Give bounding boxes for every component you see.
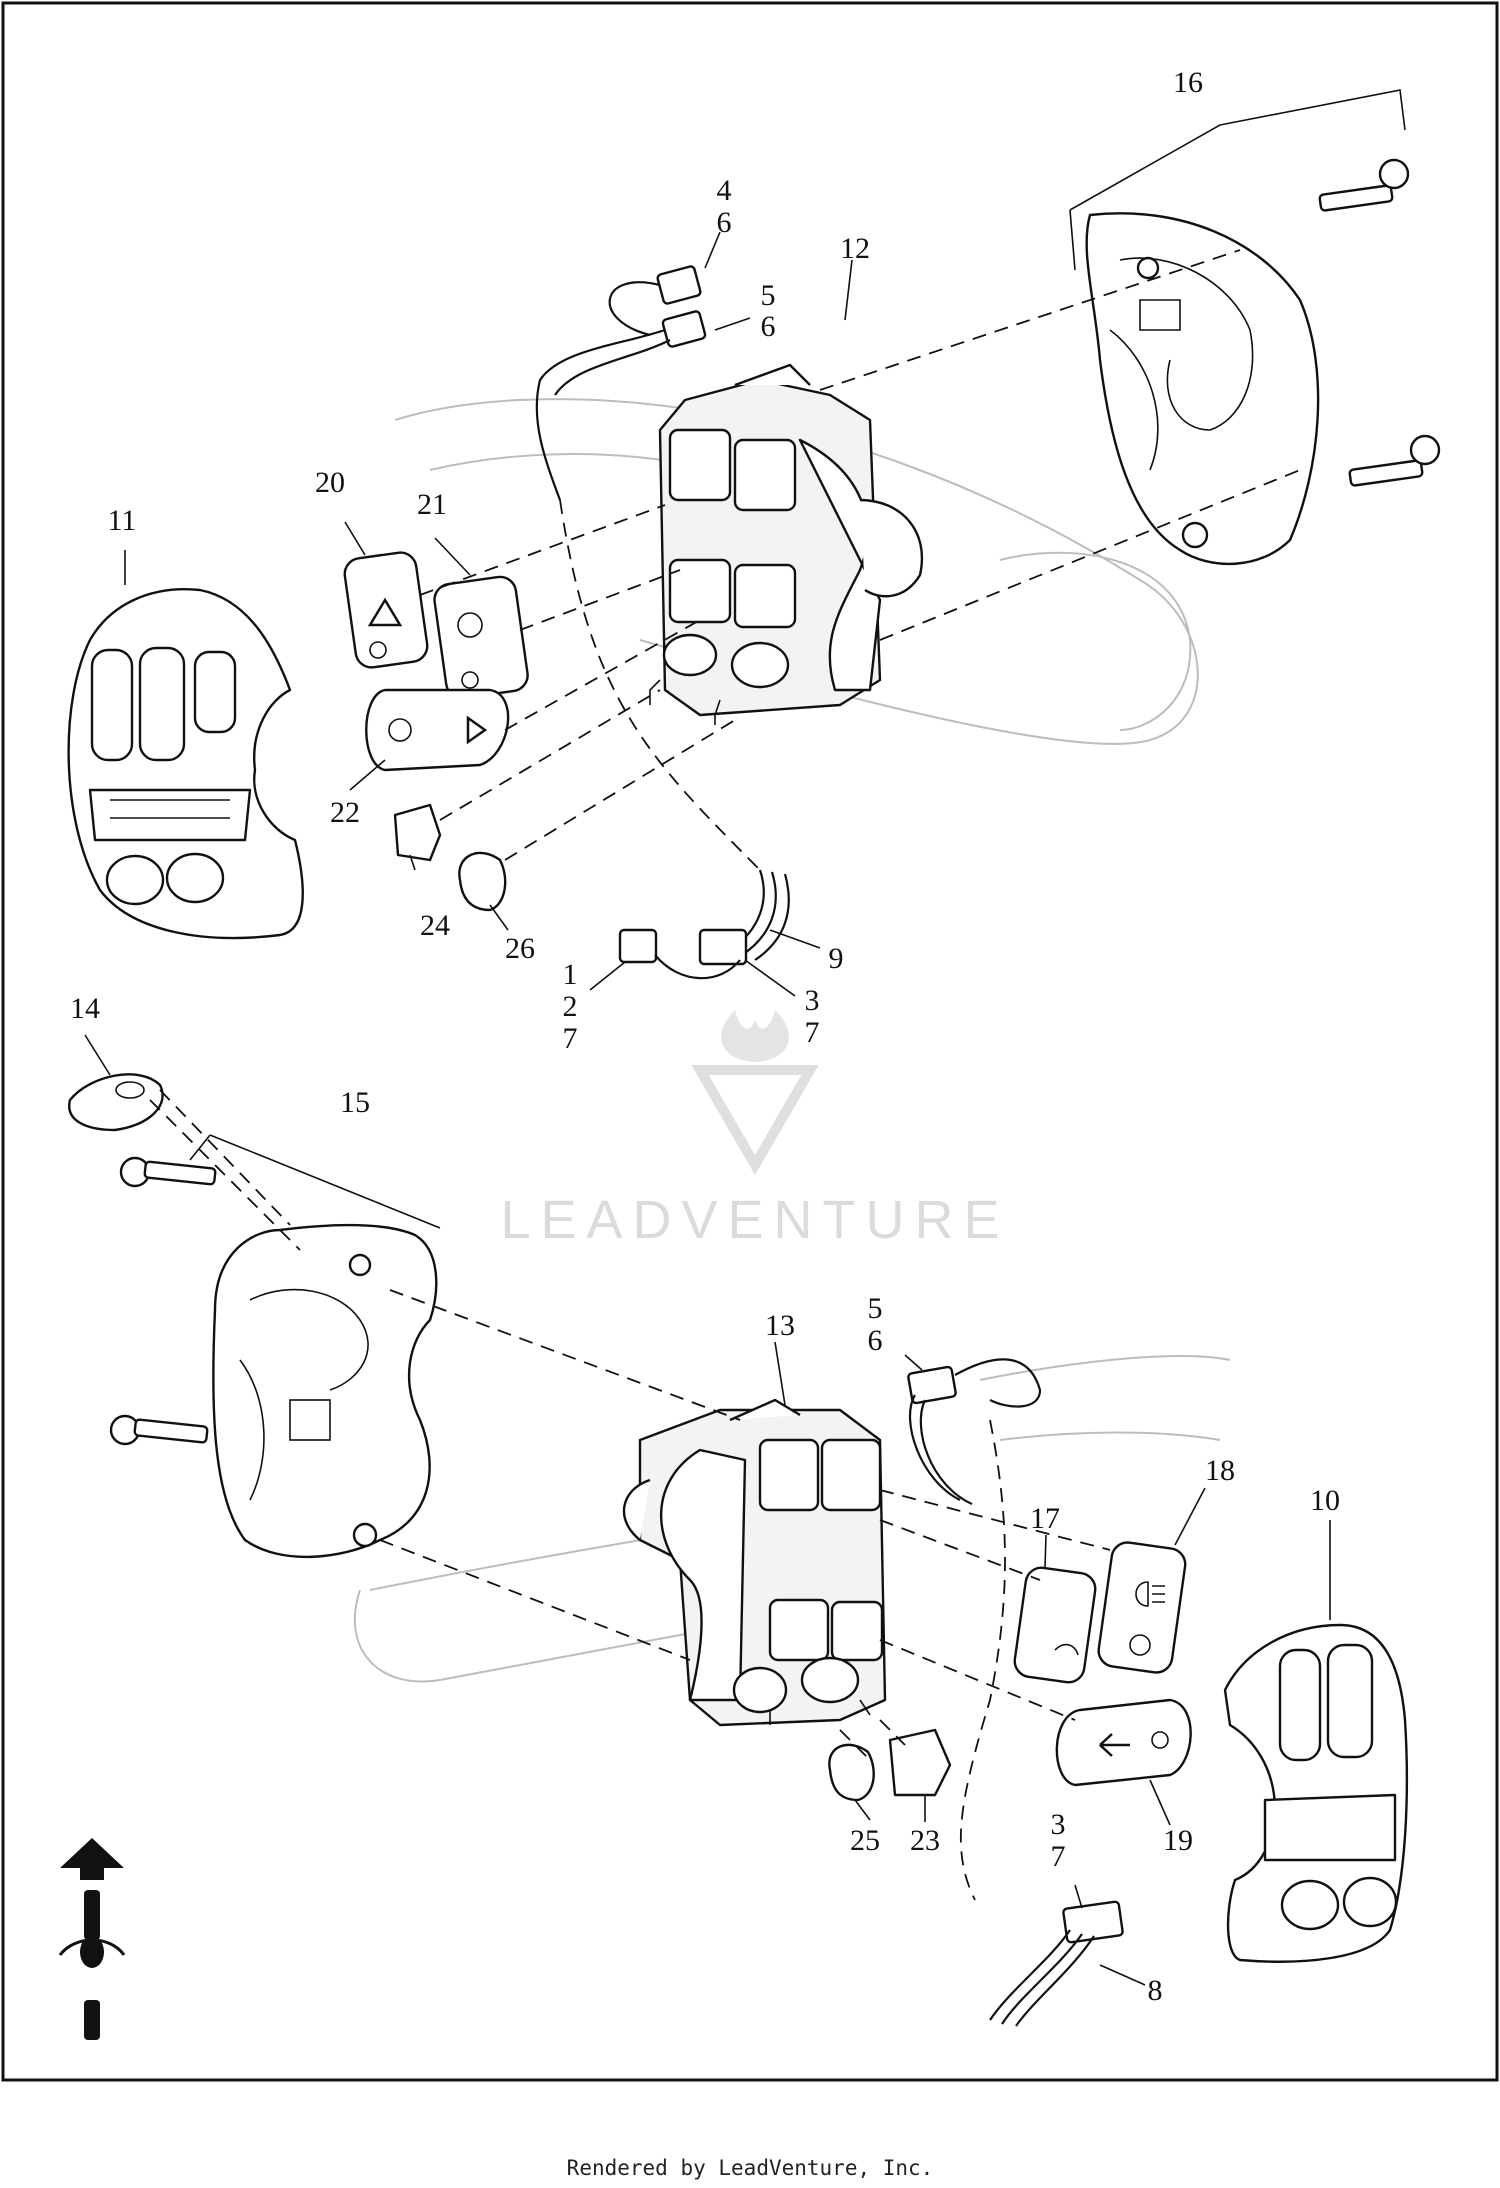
callout-6-b: 6 <box>761 310 776 343</box>
callout-21: 21 <box>417 488 447 521</box>
alignment-lines-upper <box>419 249 1301 871</box>
callout-12: 12 <box>840 232 870 265</box>
part-22-turn-signal-button <box>365 688 510 772</box>
callout-2-a: 2 <box>563 990 578 1023</box>
part-11-housing-front <box>67 588 304 940</box>
leader-lines <box>84 89 1406 1986</box>
alignment-lines-lower <box>149 1089 1111 1901</box>
callout-6-c: 6 <box>868 1324 883 1357</box>
watermark-text: LEADVENTURE <box>500 1190 1009 1250</box>
part-18-headlamp-button <box>1097 1541 1187 1674</box>
part-16-housing-rear <box>1085 158 1441 566</box>
callout-16: 16 <box>1173 66 1203 99</box>
callout-3-b: 3 <box>1051 1808 1066 1841</box>
callout-1: 1 <box>563 958 578 991</box>
part-19-turn-signal-button <box>1055 1698 1192 1787</box>
callout-14: 14 <box>70 992 100 1025</box>
part-15-housing-rear <box>109 1156 438 1559</box>
callout-7-a: 7 <box>563 1022 578 1055</box>
part-10-housing-front <box>1223 1623 1409 1963</box>
hazard-triangle-icon <box>367 597 403 627</box>
part-20-hazard-button <box>343 551 429 669</box>
callout-11: 11 <box>108 504 137 537</box>
callout-23: 23 <box>910 1824 940 1857</box>
part-12-switch-module <box>649 363 924 725</box>
callout-numbers: 4 6 5 6 12 16 20 21 11 22 24 26 9 1 2 7 … <box>70 66 1340 2007</box>
callout-15: 15 <box>340 1086 370 1119</box>
screw-lower-1 <box>119 1156 217 1188</box>
callout-9: 9 <box>829 942 844 975</box>
callout-17: 17 <box>1030 1502 1060 1535</box>
connector-upper <box>535 265 707 501</box>
callout-26: 26 <box>505 932 535 965</box>
callout-10: 10 <box>1310 1484 1340 1517</box>
screw-upper-1 <box>1318 158 1410 212</box>
part-26-cap <box>458 851 507 912</box>
headlamp-icon <box>1135 1581 1165 1607</box>
part-25-cap <box>828 1743 875 1802</box>
part-14-cap <box>68 1073 164 1132</box>
callout-5-a: 5 <box>761 279 776 312</box>
forward-arrow-icon <box>1099 1733 1130 1757</box>
part-23-rocker-cap <box>888 1728 952 1797</box>
part-13-switch-module <box>622 1398 887 1727</box>
callout-3-a: 3 <box>805 984 820 1017</box>
wire-harness-9 <box>618 869 790 980</box>
callout-7-b: 7 <box>805 1016 820 1049</box>
callout-7-c: 7 <box>1051 1840 1066 1873</box>
callout-22: 22 <box>330 796 360 829</box>
cruise-icon <box>457 612 483 638</box>
callout-25: 25 <box>850 1824 880 1857</box>
part-17-horn-button <box>1013 1566 1097 1684</box>
callout-4: 4 <box>717 174 732 207</box>
diagram-frame <box>1 1 1499 2082</box>
part-24-rocker-cap <box>393 803 442 862</box>
screw-upper-2 <box>1348 434 1441 487</box>
turn-signal-icon <box>466 715 488 745</box>
callout-18: 18 <box>1205 1454 1235 1487</box>
wire-harness-8 <box>989 1900 1124 2027</box>
screw-lower-2 <box>109 1414 209 1446</box>
footer-credit: Rendered by LeadVenture, Inc. <box>566 2156 934 2180</box>
callout-24: 24 <box>420 909 450 942</box>
callout-5-b: 5 <box>868 1292 883 1325</box>
horn-icon <box>1054 1643 1079 1656</box>
callout-20: 20 <box>315 466 345 499</box>
connector-lower <box>907 1358 1042 1506</box>
callout-8: 8 <box>1148 1974 1163 2007</box>
callout-13: 13 <box>765 1309 795 1342</box>
callout-19: 19 <box>1163 1824 1193 1857</box>
part-21-cruise-button <box>433 575 529 700</box>
callout-6-a: 6 <box>717 206 732 239</box>
leadventure-watermark: LEADVENTURE <box>500 1010 1009 1250</box>
forward-direction-arrow-icon <box>58 1838 126 2040</box>
